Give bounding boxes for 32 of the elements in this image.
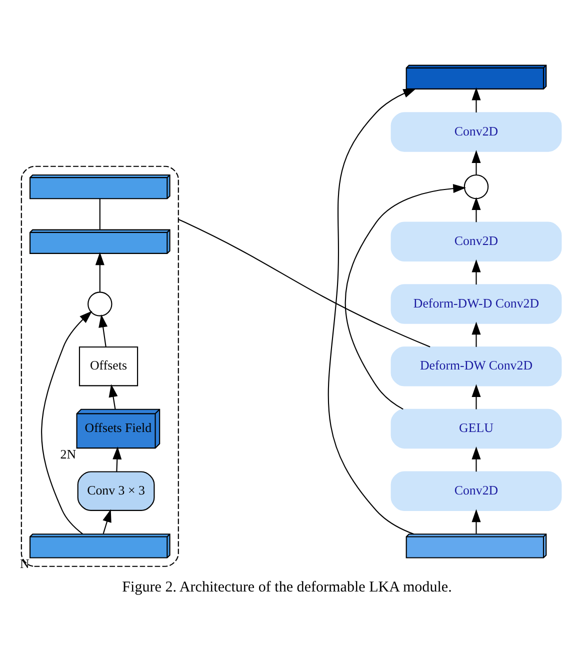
arrow [108, 384, 118, 410]
arrow [344, 184, 466, 410]
node-box: GELU [390, 408, 562, 449]
node-box: Conv2D [390, 112, 562, 152]
connector [99, 198, 100, 230]
arrow [472, 87, 481, 112]
node-circle [88, 292, 112, 316]
arrow [102, 509, 112, 534]
caption: Figure 2. Architecture of the deformable LKA module. [122, 579, 452, 596]
arrow [98, 314, 108, 347]
arrow [472, 197, 481, 222]
cluster [20, 166, 179, 567]
arrow [472, 259, 481, 285]
node-circle [464, 174, 489, 200]
node-box: Conv2D [390, 222, 562, 262]
arrow [472, 446, 481, 472]
arrow [41, 310, 92, 534]
node-box: Deform-DW-D Conv2D [390, 284, 562, 324]
arrow [472, 384, 481, 410]
arrow [472, 150, 481, 175]
arrow [472, 509, 481, 534]
arrow [95, 252, 104, 292]
node-box: Conv2D [390, 471, 562, 511]
node-label: 2N [60, 447, 76, 462]
arrow [112, 446, 122, 472]
arrow [328, 88, 416, 535]
connector [178, 218, 430, 348]
node-box: Conv 3 × 3 [77, 471, 155, 511]
node-box: Deform-DW Conv2D [390, 346, 562, 386]
node-label: N [20, 557, 30, 572]
node-box: Offsets [78, 346, 138, 386]
arrow [472, 322, 481, 347]
